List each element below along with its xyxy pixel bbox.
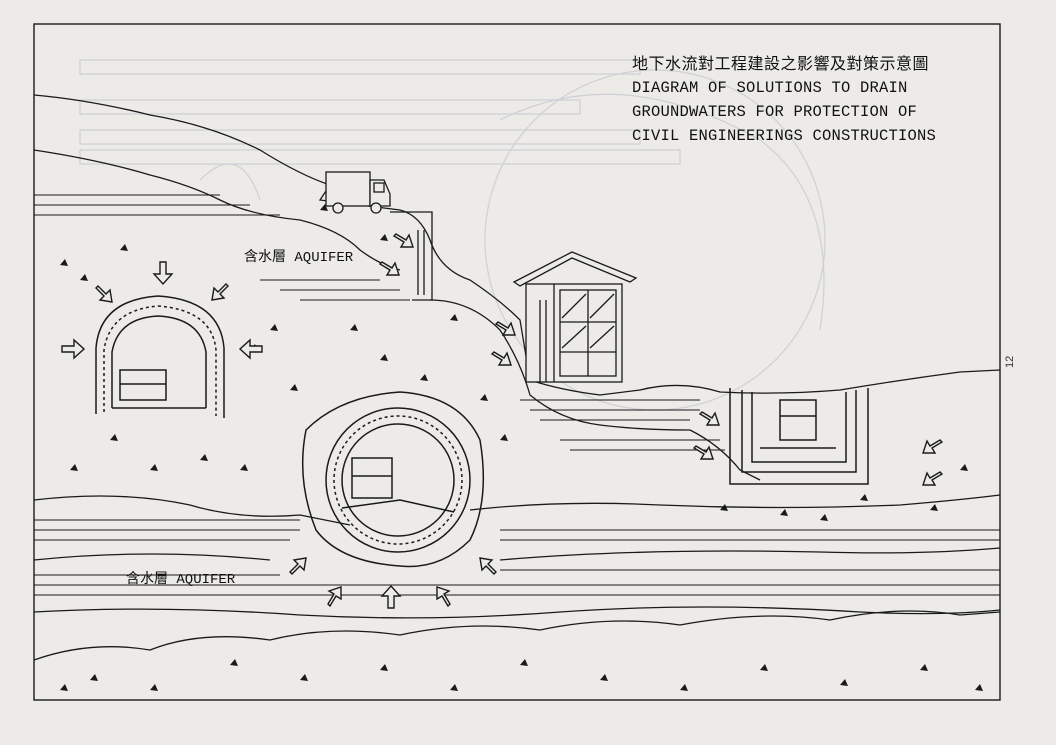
rock-speckles — [60, 204, 983, 691]
u-channel-structure — [729, 388, 869, 485]
groundwater-arrows — [61, 233, 944, 609]
title-english-line-1: DIAGRAM OF SOLUTIONS TO DRAIN — [632, 79, 908, 97]
aquifer-label-upper: 含水層 AQUIFER — [244, 250, 354, 266]
building — [512, 251, 638, 383]
left-tunnel — [95, 295, 225, 418]
retaining-wall-drain — [390, 211, 433, 301]
title-english-line-2: GROUNDWATERS FOR PROTECTION OF — [632, 103, 918, 121]
drawing-frame — [33, 23, 1001, 701]
truck — [325, 171, 391, 214]
page-number: 12 — [1004, 355, 1016, 368]
title-chinese: 地下水流對工程建設之影響及對策示意圖 — [632, 54, 930, 73]
title-block: 地下水流對工程建設之影響及對策示意圖 DIAGRAM OF SOLUTIONS … — [632, 52, 992, 148]
circular-tunnel — [301, 391, 485, 568]
title-english-line-3: CIVIL ENGINEERINGS CONSTRUCTIONS — [632, 127, 937, 145]
aquifer-label-lower: 含水層 AQUIFER — [126, 572, 236, 588]
strata-lines — [34, 194, 1000, 596]
